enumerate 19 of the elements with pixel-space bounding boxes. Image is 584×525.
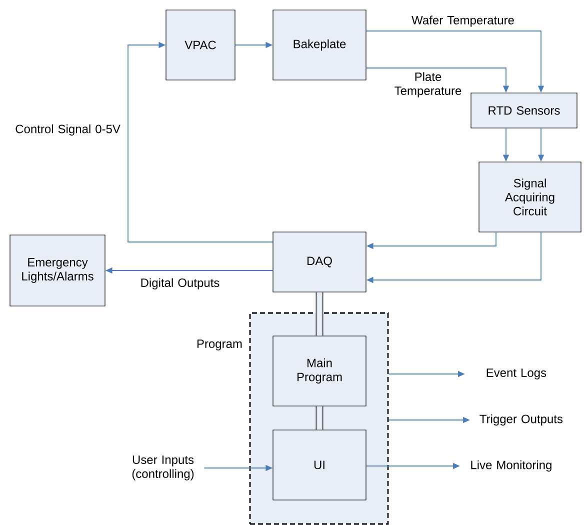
edge-label: Plate Temperature bbox=[394, 72, 462, 98]
node-label: Program bbox=[197, 340, 242, 350]
process-box: Emergency Lights/Alarms bbox=[10, 234, 106, 306]
process-box: DAQ bbox=[272, 232, 366, 292]
edge-label: Wafer Temperature bbox=[412, 16, 514, 27]
arrow bbox=[128, 42, 274, 242]
process-box: Signal Acquiring Circuit bbox=[478, 162, 582, 232]
process-box: VPAC bbox=[166, 10, 236, 80]
text-label: Trigger Outputs bbox=[480, 414, 563, 426]
process-box: Bakeplate bbox=[272, 10, 366, 80]
process-box: Main Program bbox=[272, 336, 366, 406]
text-label: User Inputs (controlling) bbox=[132, 456, 194, 480]
arrow bbox=[316, 406, 324, 430]
edge-label: Digital Outputs bbox=[141, 278, 220, 290]
process-box: RTD Sensors bbox=[470, 92, 578, 128]
edge-label: Control Signal 0-5V bbox=[16, 124, 120, 136]
process-box: UI bbox=[272, 430, 366, 500]
text-label: Event Logs bbox=[486, 368, 546, 380]
text-label: Live Monitoring bbox=[471, 460, 552, 472]
